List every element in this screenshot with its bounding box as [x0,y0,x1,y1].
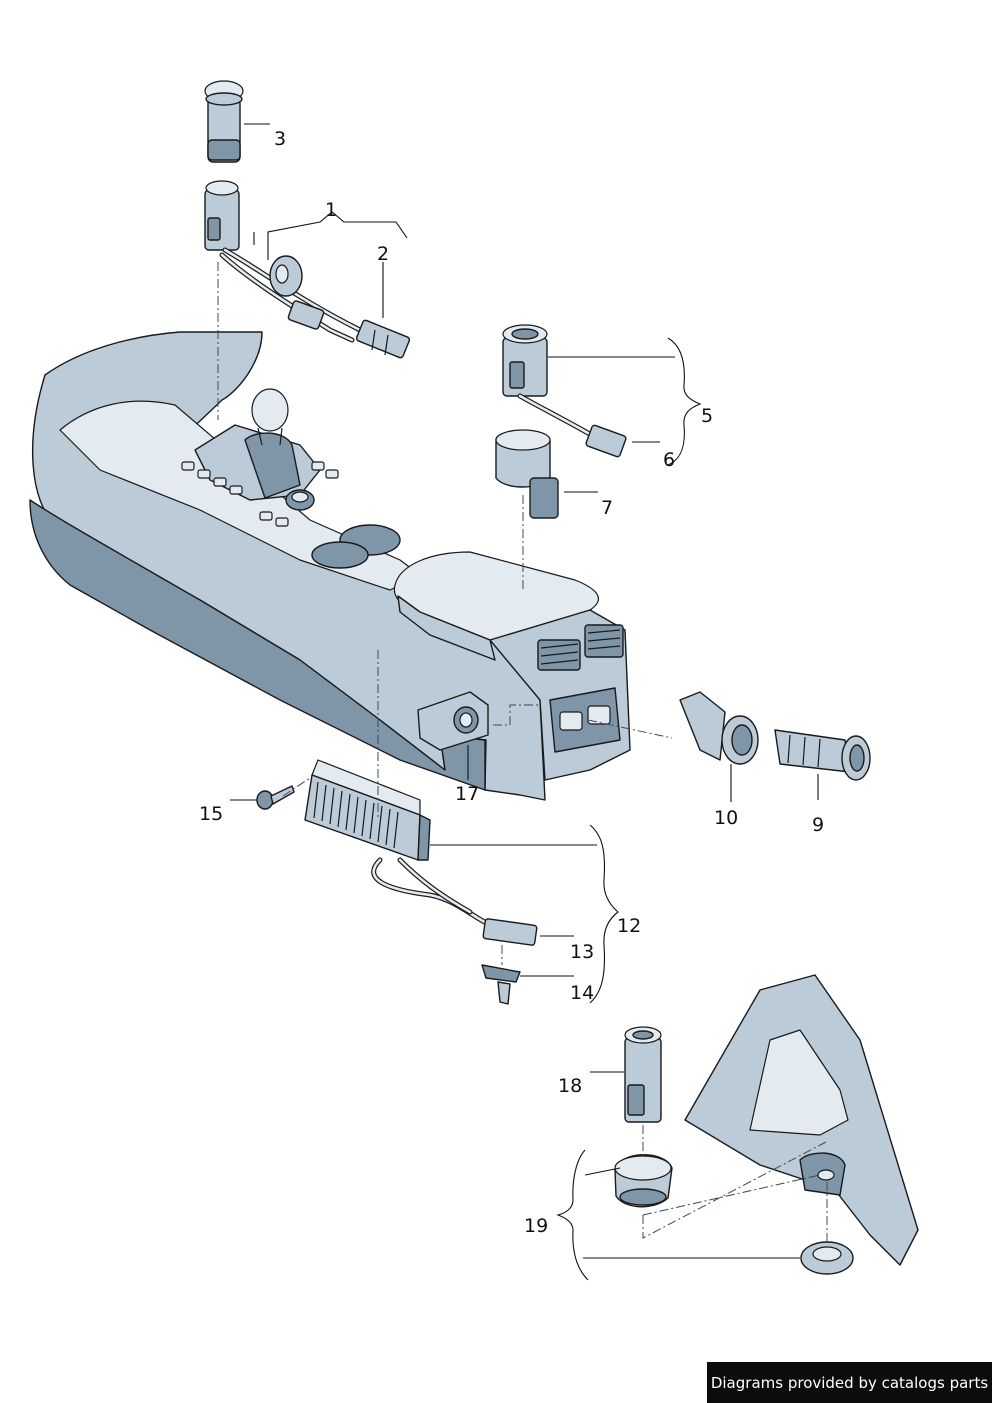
socket-7 [495,429,559,519]
callout-7: 7 [601,497,613,519]
lighter-element [204,80,244,163]
callout-labels: 1 2 3 5 6 7 9 10 12 13 14 15 17 18 19 [199,128,824,1237]
credit-text: Diagrams provided by catalogs parts [710,1373,989,1392]
leader-lines [230,123,819,1281]
socket-harness-5 [502,324,627,458]
callout-9: 9 [812,814,824,836]
callout-17: 17 [455,783,479,805]
callout-10: 10 [714,807,738,829]
callout-3: 3 [274,128,286,150]
callout-5: 5 [701,405,713,427]
callout-19: 19 [524,1215,548,1237]
callout-1: 1 [325,199,337,221]
callout-13: 13 [570,941,594,963]
socket-insert-9 [774,729,871,781]
socket-cap-19 [614,1154,673,1208]
callout-2: 2 [377,243,389,265]
lighter-socket-harness [204,180,411,359]
credit-badge: Diagrams provided by catalogs parts [707,1362,992,1403]
screw-15 [256,785,295,810]
callout-12: 12 [617,915,641,937]
callout-18: 18 [558,1075,582,1097]
callout-6: 6 [663,449,675,471]
rear-trim-panel [684,974,919,1266]
nut-19 [800,1241,854,1275]
callout-15: 15 [199,803,223,825]
inverter-module [304,759,538,1005]
socket-18 [624,1026,662,1123]
socket-housing-10 [679,691,759,765]
callout-14: 14 [570,982,594,1004]
socket-17 [417,691,489,751]
assembly-lines [217,262,828,1242]
center-console [29,331,631,801]
